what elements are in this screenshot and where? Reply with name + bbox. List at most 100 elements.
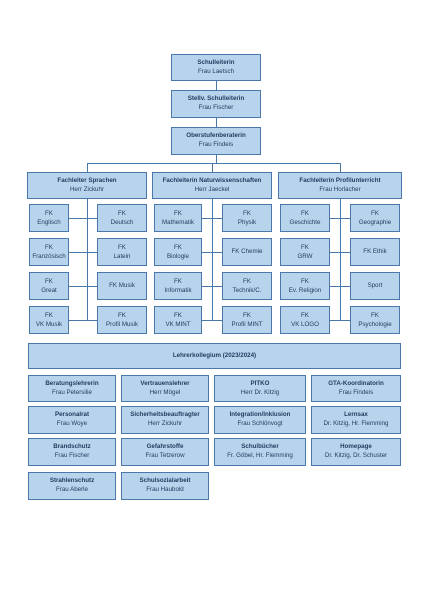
advisor-name: Frau Findeis [198,141,234,148]
role-title: Schulbücher [241,443,279,451]
role-box: Homepage Dr. Kitzig, Dr. Schuster [311,438,401,466]
role-box: Schulbücher Fr. Göbel, Hr. Flemming [214,438,306,466]
role-box: Gefahrstoffe Frau Tetzerow [121,438,209,466]
subject-label: FK Chemie [231,248,263,256]
subject-label: FK [371,311,379,319]
connector [87,199,88,321]
connector [69,320,97,321]
connector [330,286,350,287]
subject-name: VK LOGO [291,321,319,328]
subject-label: FK [45,209,53,217]
role-box: Brandschutz Frau Fischer [28,438,116,466]
connector [202,218,222,219]
staff-banner-title: Lehrerkollegium (2023/2024) [172,351,257,359]
dept-profile-box: Fachleiterin Profilunterricht Frau Horla… [278,172,402,199]
connector [330,252,350,253]
role-title: Strahlenschutz [49,477,95,485]
subject-name: Technik/C. [232,287,262,294]
subject-name: Geschichte [289,219,321,226]
subject-label: FK [174,311,182,319]
upper-school-advisor-box: Oberstufenberaterin Frau Findeis [171,127,261,155]
role-title: Schulsozialarbeit [139,477,191,485]
connector [202,320,222,321]
dept-title: Fachleiterin Naturwissenschaften [162,176,262,184]
staff-banner: Lehrerkollegium (2023/2024) [28,343,401,369]
dept-sciences-box: Fachleiterin Naturwissenschaften Herr Ja… [152,172,272,199]
deputy-name: Frau Fischer [198,104,234,111]
subject-name: Ev. Religion [288,287,322,294]
role-name: Frau Findeis [338,388,374,396]
connector [202,286,222,287]
subject-box: FK Ev. Religion [280,272,330,300]
dept-head: Frau Horlacher [319,185,361,193]
subject-box: FK Profil Musik [97,306,147,334]
role-title: PITKO [250,379,270,387]
deputy-principal-box: Stellv. Schulleiterin Frau Fischer [171,90,261,118]
subject-name: GRW [297,253,313,260]
subject-box: FK Psychologie [350,306,400,334]
dept-languages-box: Fachleiter Sprachen Herr Zickuhr [27,172,147,199]
subject-box: FK Technik/C. [222,272,272,300]
role-box: Schulsozialarbeit Frau Haubold [121,472,209,500]
subject-name: VK MINT [165,321,191,328]
subject-name: Psychologie [358,321,392,328]
subject-name: Informatik [164,287,192,294]
subject-box: Sport [350,272,400,300]
subject-name: Profil MINT [231,321,263,328]
subject-name: Profil Musik [106,321,138,328]
dept-title: Fachleiter Sprachen [57,176,117,184]
role-box: GTA-Koordinatorin Frau Findeis [311,375,401,402]
role-box: Lernsax Dr. Kitzig, Hr. Flemming [311,406,401,434]
subject-label: FK [45,311,53,319]
subject-label: FK [371,209,379,217]
subject-box: FK Great [29,272,69,300]
subject-name: Mathematik [162,219,194,226]
subject-box: FK VK LOGO [280,306,330,334]
role-name: Dr. Kitzig, Hr. Flemming [323,420,389,427]
connector [212,199,213,321]
connector [69,252,97,253]
dept-head: Herr Jaeckel [194,185,230,193]
role-box: Strahlenschutz Frau Aberle [28,472,116,500]
subject-label: FK [45,277,53,285]
subject-name: Französisch [32,253,66,260]
subject-box: FK VK MINT [154,306,202,334]
role-box: Sicherheitsbeauftragter Herr Zickuhr [121,406,209,434]
role-title: Homepage [340,443,372,451]
advisor-title: Oberstufenberaterin [186,132,246,140]
role-title: Vertrauenslehrer [140,379,190,387]
subject-box: FK Informatik [154,272,202,300]
subject-box: FK Ethik [350,238,400,266]
connector [216,155,217,163]
subject-label: FK [174,243,182,251]
connector [330,320,350,321]
role-box: Integration/Inklusion Frau Schlönvogt [214,406,306,434]
role-title: Sicherheitsbeauftragter [130,411,200,419]
connector [87,163,340,164]
subject-box: FK Geographie [350,204,400,232]
subject-box: FK Deutsch [97,204,147,232]
subject-label: FK [301,311,309,319]
subject-label: FK [301,209,309,217]
connector [216,118,217,127]
subject-label: FK [301,243,309,251]
connector [87,163,88,172]
subject-label: FK [118,311,126,319]
subject-name: Deutsch [110,219,134,226]
subject-box: FK Geschichte [280,204,330,232]
principal-box: Schulleiterin Frau Laetsch [171,54,261,81]
role-box: Personalrat Frau Woye [28,406,116,434]
connector [340,199,341,321]
subject-name: Physik [237,219,257,226]
role-box: Beratungslehrerin Frau Petersilie [28,375,116,402]
dept-head: Herr Zickuhr [69,185,105,193]
subject-box: FK Mathematik [154,204,202,232]
subject-box: FK Französisch [29,238,69,266]
role-name: Herr Zickuhr [147,420,183,427]
subject-box: FK Physik [222,204,272,232]
subject-label: FK Ethik [363,248,387,256]
role-name: Herr Mögel [149,388,181,396]
subject-label: FK Musik [109,282,135,290]
role-name: Frau Aberle [56,486,88,493]
dept-title: Fachleiterin Profilunterricht [299,176,381,184]
